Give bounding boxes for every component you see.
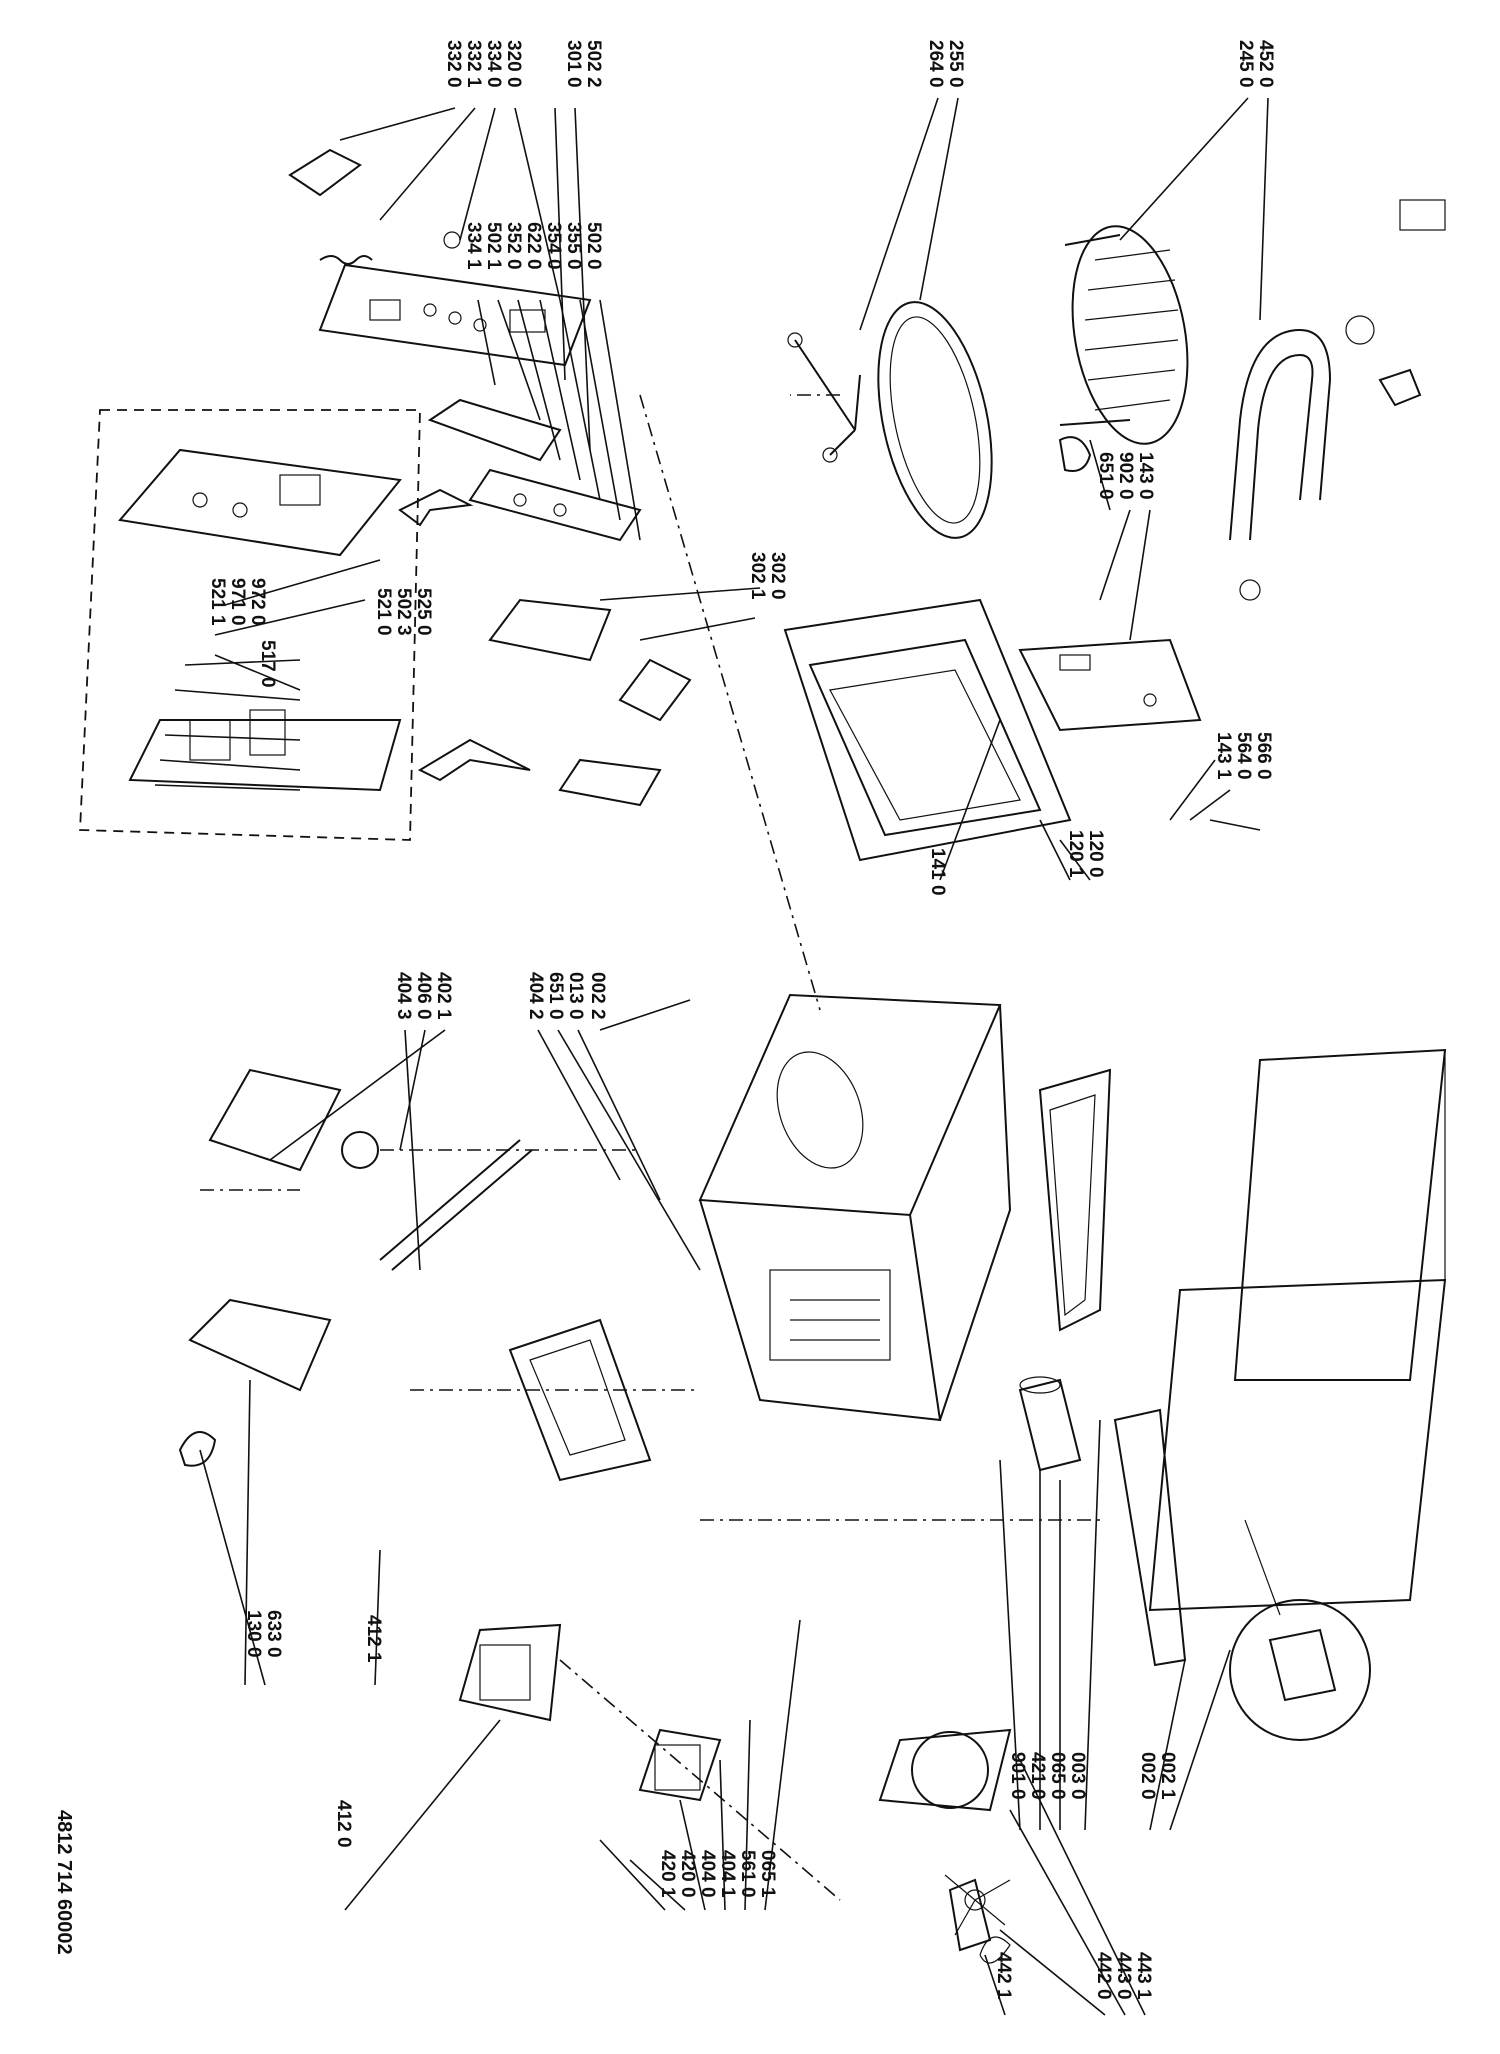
fan-blade <box>944 1874 1011 1936</box>
grill-rack <box>1059 225 1189 445</box>
part-label: 566 0 <box>1253 732 1274 780</box>
part-label: 561 0 <box>737 1850 758 1898</box>
part-label: 972 0 <box>247 578 268 626</box>
part-label: 355 0 <box>563 222 584 270</box>
part-label: 443 1 <box>1133 1952 1154 2000</box>
part-label: 320 0 <box>503 40 524 88</box>
waveguide-rod <box>379 1139 533 1271</box>
cavity-side-panel <box>1038 1068 1112 1332</box>
fan-motor <box>878 1728 1012 1964</box>
part-label: 412 1 <box>363 1615 384 1663</box>
door-hinge-plate <box>1018 436 1202 732</box>
thermal-fuse-bracket <box>178 1298 332 1467</box>
part-label: 404 2 <box>525 972 546 1020</box>
part-label: 521 1 <box>207 578 228 626</box>
part-label: 141 0 <box>927 848 948 896</box>
part-label: 902 0 <box>1115 452 1136 500</box>
part-label: 502 0 <box>583 222 604 270</box>
part-label: 352 0 <box>503 222 524 270</box>
part-label: 065 1 <box>757 1850 778 1898</box>
main-pcb <box>118 448 402 792</box>
part-label: 002 1 <box>1157 1752 1178 1800</box>
part-label: 420 1 <box>657 1850 678 1898</box>
part-label: 651 0 <box>545 972 566 1020</box>
part-label: 301 0 <box>563 40 584 88</box>
part-label: 065 0 <box>1047 1752 1068 1800</box>
keypad-board <box>427 398 642 542</box>
part-label: 525 0 <box>413 588 434 636</box>
outer-cabinet <box>1148 1048 1447 1612</box>
part-label: 633 0 <box>263 1610 284 1658</box>
cover-plate <box>200 1068 342 1191</box>
part-label: 404 3 <box>393 972 414 1020</box>
part-label: 622 0 <box>523 222 544 270</box>
control-panel <box>288 148 592 367</box>
part-label: 412 0 <box>333 1800 354 1848</box>
part-label: 143 0 <box>1135 452 1156 500</box>
roller-support <box>787 332 861 463</box>
part-label: 502 1 <box>483 222 504 270</box>
turntable-plate <box>877 301 993 539</box>
high-voltage-transformer <box>458 1318 652 1722</box>
leader-lines <box>154 97 1269 2016</box>
hv-capacitor <box>1018 1376 1082 1472</box>
part-label: 420 0 <box>677 1850 698 1898</box>
part-label: 302 0 <box>767 552 788 600</box>
part-label: 421 0 <box>1027 1752 1048 1800</box>
part-label: 120 1 <box>1065 830 1086 878</box>
part-label: 442 0 <box>1093 1952 1114 2000</box>
part-label: 901 0 <box>1007 1752 1028 1800</box>
part-label: 404 1 <box>717 1850 738 1898</box>
part-label: 402 1 <box>433 972 454 1020</box>
part-label: 002 0 <box>1137 1752 1158 1800</box>
part-label: 452 0 <box>1255 40 1276 88</box>
turntable-motor <box>341 1131 640 1169</box>
grill-element <box>1229 199 1446 601</box>
mounting-strip <box>1113 1408 1187 1667</box>
detail-magnifier <box>1229 1519 1371 1741</box>
part-label: 120 0 <box>1085 830 1106 878</box>
relay-board <box>488 598 692 807</box>
part-label: 517 0 <box>257 640 278 688</box>
part-label: 354 0 <box>543 222 564 270</box>
part-label: 564 0 <box>1233 732 1254 780</box>
document-number: 4812 714 60002 <box>53 1810 75 1955</box>
part-label: 406 0 <box>413 972 434 1020</box>
part-label: 143 1 <box>1213 732 1234 780</box>
part-label: 443 0 <box>1113 1952 1134 2000</box>
part-label: 404 0 <box>697 1850 718 1898</box>
part-label: 332 0 <box>443 40 464 88</box>
part-label: 334 1 <box>463 222 484 270</box>
part-label: 264 0 <box>925 40 946 88</box>
oven-cavity <box>698 993 1012 1422</box>
part-label: 442 1 <box>993 1952 1014 2000</box>
part-label: 502 3 <box>393 588 414 636</box>
part-label: 302 1 <box>747 552 768 600</box>
control-board-dashed-enclosure <box>79 409 421 841</box>
magnetron <box>638 1728 722 1802</box>
part-label: 130 0 <box>243 1610 264 1658</box>
part-label: 521 0 <box>373 588 394 636</box>
part-label: 651 0 <box>1095 452 1116 500</box>
part-label: 334 0 <box>483 40 504 88</box>
part-label: 245 0 <box>1235 40 1256 88</box>
part-label: 332 1 <box>463 40 484 88</box>
door-assembly <box>783 598 1072 862</box>
part-label: 971 0 <box>227 578 248 626</box>
part-label: 002 2 <box>587 972 608 1020</box>
part-label: 502 2 <box>583 40 604 88</box>
part-label: 003 0 <box>1067 1752 1088 1800</box>
assembly-arrows <box>398 488 531 782</box>
part-label: 013 0 <box>565 972 586 1020</box>
part-label: 255 0 <box>945 40 966 88</box>
